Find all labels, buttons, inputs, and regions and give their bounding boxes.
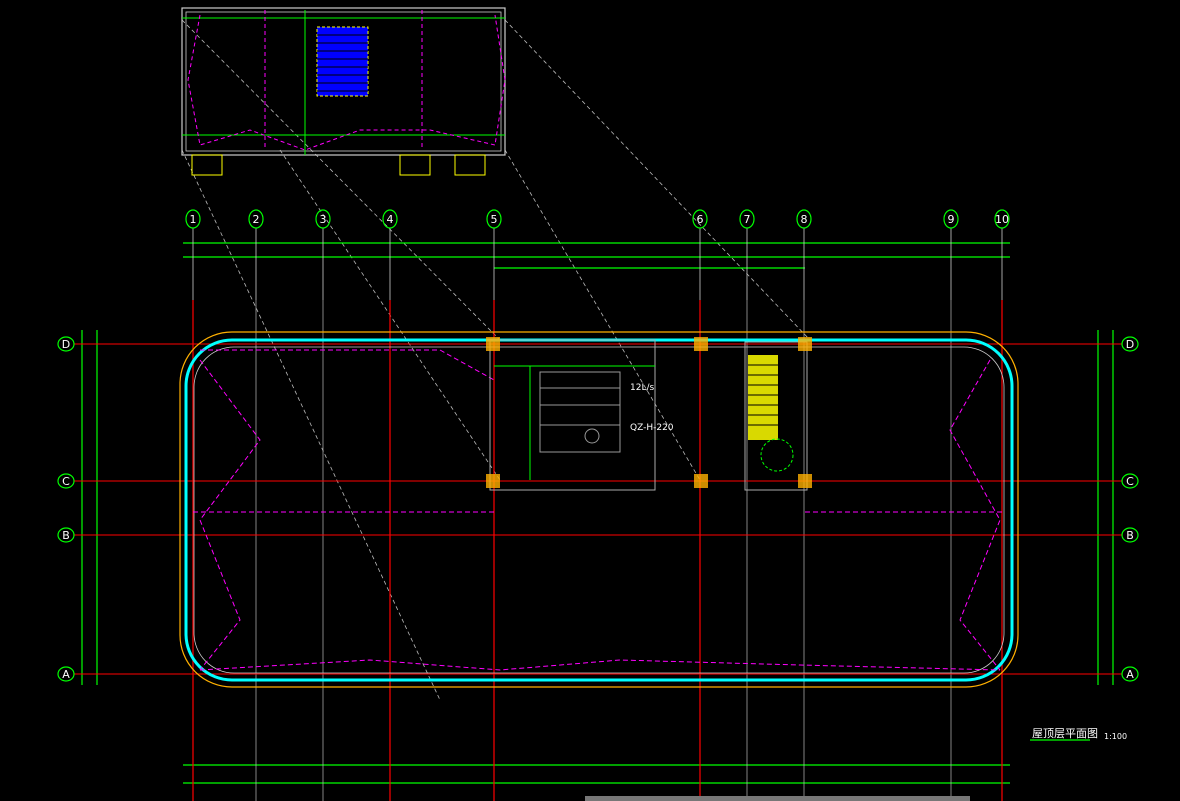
column-axis-label-5: 5 bbox=[491, 213, 498, 226]
flow-rate-label: 12L/s bbox=[630, 383, 654, 393]
column-axis-label-7: 7 bbox=[744, 213, 751, 226]
dimension-lines bbox=[81, 242, 1114, 784]
stair-core bbox=[744, 341, 808, 491]
axis-bubble bbox=[796, 209, 812, 229]
drawing-scale: 1:100 bbox=[1104, 732, 1127, 741]
row-axis-label-D: D bbox=[1126, 338, 1134, 351]
axis-bubble bbox=[1121, 336, 1139, 352]
column-axis-label-9: 9 bbox=[948, 213, 955, 226]
axis-bubble bbox=[943, 209, 959, 229]
row-axis-label-C: C bbox=[62, 475, 70, 488]
mechanical-room bbox=[489, 339, 656, 491]
axis-bubble bbox=[57, 666, 75, 682]
axis-bubble bbox=[382, 209, 398, 229]
axis-bubble bbox=[57, 336, 75, 352]
column-markers bbox=[486, 337, 812, 488]
axis-bubble bbox=[486, 209, 502, 229]
row-axis-label-D: D bbox=[62, 338, 70, 351]
axis-bubble bbox=[315, 209, 331, 229]
axis-bubble bbox=[57, 527, 75, 543]
equipment-code-label: QZ-H-220 bbox=[630, 423, 674, 433]
column-axis-label-3: 3 bbox=[320, 213, 327, 226]
column-axis-label-2: 2 bbox=[253, 213, 260, 226]
axis-bubble bbox=[185, 209, 201, 229]
row-axis-label-A: A bbox=[1126, 668, 1134, 681]
roof-slope-lines bbox=[193, 349, 1002, 671]
axis-bubble bbox=[739, 209, 755, 229]
row-axis-label-C: C bbox=[1126, 475, 1134, 488]
row-axis-label-B: B bbox=[62, 529, 70, 542]
drawing-title: 屋顶层平面图 bbox=[1032, 727, 1098, 740]
axis-bubble bbox=[692, 209, 708, 229]
column-axis-label-4: 4 bbox=[387, 213, 394, 226]
inset-roof-plan bbox=[181, 7, 506, 176]
stair-hatch bbox=[316, 26, 369, 97]
row-axis-label-B: B bbox=[1126, 529, 1134, 542]
column-axis-label-1: 1 bbox=[190, 213, 197, 226]
axis-bubble bbox=[1121, 527, 1139, 543]
scrollbar-strip bbox=[585, 796, 970, 801]
axis-bubble bbox=[1121, 666, 1139, 682]
projection-lines bbox=[181, 19, 811, 701]
row-axis-label-A: A bbox=[62, 668, 70, 681]
building-outline bbox=[179, 331, 1019, 688]
column-axis-label-6: 6 bbox=[697, 213, 704, 226]
axis-bubble bbox=[57, 473, 75, 489]
axis-bubble bbox=[1121, 473, 1139, 489]
axis-bubble bbox=[994, 209, 1010, 229]
axis-bubble bbox=[248, 209, 264, 229]
column-axis-label-10: 10 bbox=[995, 213, 1009, 226]
column-axis-label-8: 8 bbox=[801, 213, 808, 226]
grid-axes: 1 2 3 4 5 6 7 8 9 10D D C C B B A A bbox=[57, 209, 1139, 801]
